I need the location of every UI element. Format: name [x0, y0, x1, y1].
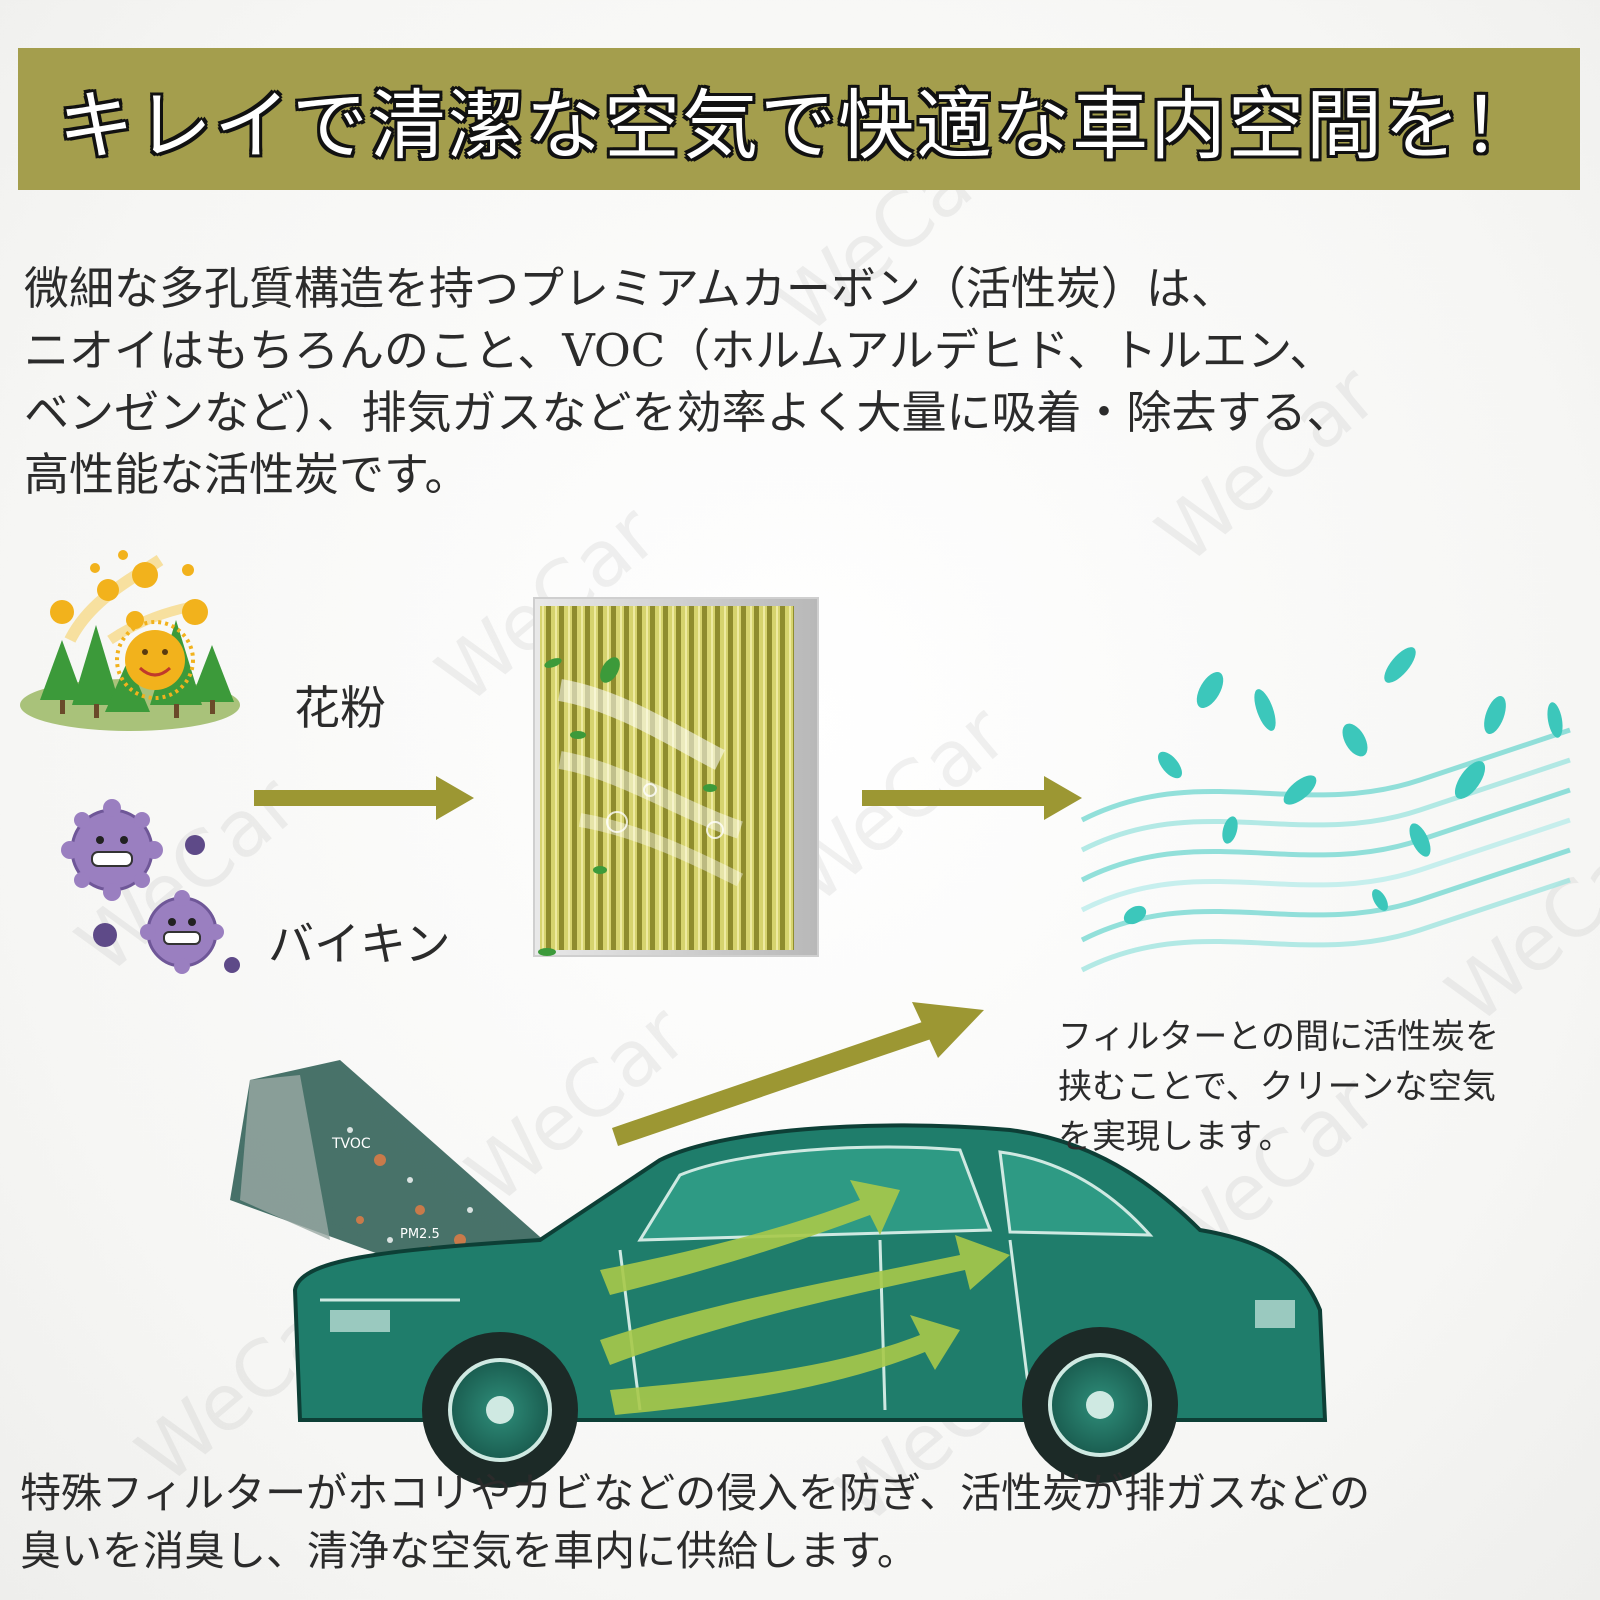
bottom-paragraph: 特殊フィルターがホコリやカビなどの侵入を防ぎ、活性炭が排ガスなどの 臭いを消臭し… [20, 1464, 1590, 1580]
arrow-right-icon [862, 776, 1082, 820]
bottom-line: 特殊フィルターがホコリやカビなどの侵入を防ぎ、活性炭が排ガスなどの [20, 1469, 1371, 1517]
pollen-forest-icon [20, 550, 240, 731]
intro-line: 微細な多孔質構造を持つプレミアムカーボン（活性炭）は、 [24, 262, 1236, 315]
pollen-label: 花粉 [294, 681, 386, 735]
header-banner: キレイで清潔な空気で快適な車内空間を！ [18, 48, 1580, 190]
intro-line: ニオイはもちろんのこと、VOC（ホルムアルデヒド、トルエン、 [24, 324, 1335, 377]
exhaust-label: TVOC [331, 1136, 371, 1152]
germ-icon [61, 799, 240, 974]
arrow-diagonal-icon [612, 1002, 984, 1146]
filter-note: フィルターとの間に活性炭を 挟むことで、クリーンな空気 を実現します。 [1058, 1012, 1578, 1162]
germs-label: バイキン [268, 917, 451, 971]
exhaust-label: PM2.5 [400, 1227, 440, 1242]
note-line: 挟むことで、クリーンな空気 [1058, 1067, 1496, 1107]
intro-paragraph: 微細な多孔質構造を持つプレミアムカーボン（活性炭）は、 ニオイはもちろんのこと、… [24, 258, 1584, 506]
page-title: キレイで清潔な空気で快適な車内空間を！ [58, 81, 1540, 170]
intro-line: ベンゼンなど）、排気ガスなどを効率よく大量に吸着・除去する、 [24, 386, 1352, 439]
intro-line: 高性能な活性炭です。 [24, 448, 470, 501]
clean-air-image [1080, 647, 1571, 973]
note-line: を実現します。 [1058, 1117, 1293, 1157]
note-line: フィルターとの間に活性炭を [1058, 1017, 1499, 1057]
arrow-right-icon [254, 776, 474, 820]
cabin-filter-image [533, 597, 819, 957]
bottom-line: 臭いを消臭し、清浄な空気を車内に供給します。 [20, 1527, 918, 1575]
car-image [292, 1123, 1328, 1488]
